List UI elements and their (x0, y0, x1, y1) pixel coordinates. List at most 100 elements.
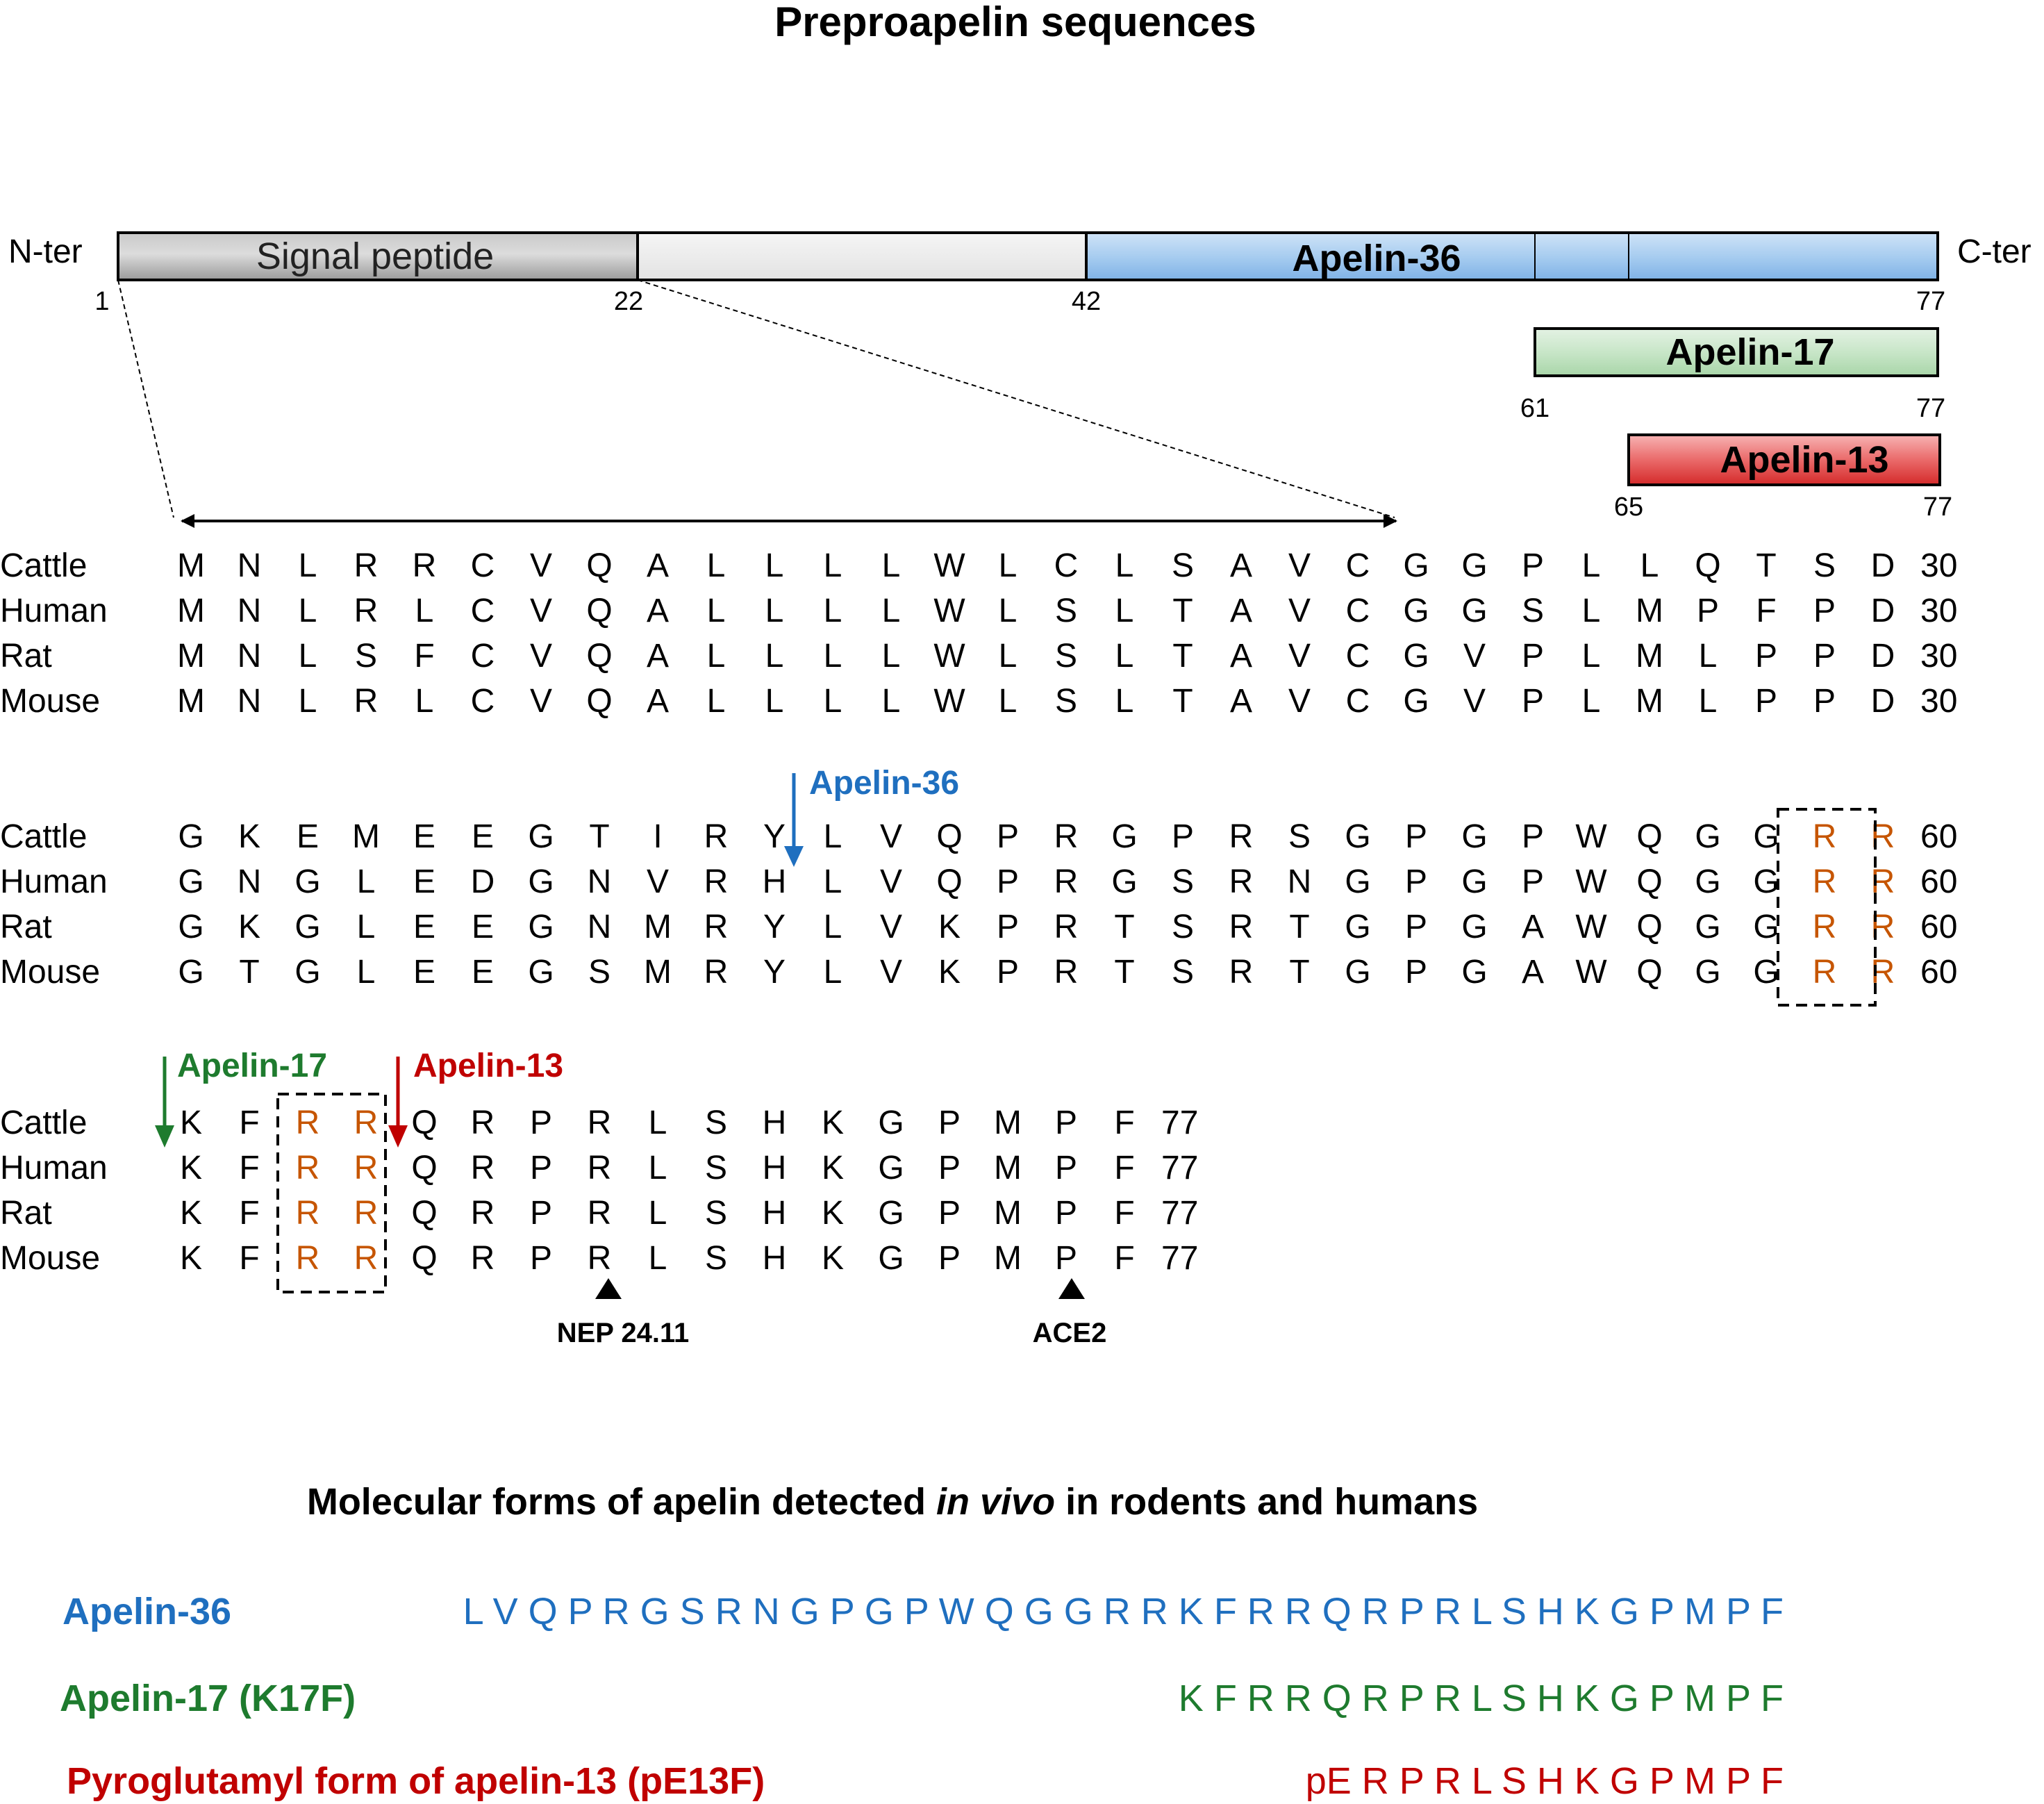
signal-peptide-label: Signal peptide (256, 235, 494, 277)
residue: E (413, 818, 435, 855)
residue: W (933, 683, 965, 720)
residue: R (471, 1150, 495, 1186)
residue: T (1756, 547, 1776, 584)
residue: M (177, 638, 205, 675)
residue: V (880, 954, 902, 991)
residue: G (1403, 683, 1429, 720)
forms-title-pre: Molecular forms of apelin detected (307, 1481, 936, 1523)
residue: W (933, 593, 965, 629)
residue: P (1405, 954, 1427, 991)
residue: A (647, 638, 669, 675)
residue: V (530, 638, 552, 675)
residue: F (1114, 1150, 1134, 1186)
residue: L (1115, 547, 1134, 584)
residue: G (294, 954, 320, 991)
residue: M (644, 954, 672, 991)
residue: R (471, 1195, 495, 1232)
residue: V (647, 863, 669, 900)
residue: I (653, 818, 662, 855)
residue: P (938, 1104, 961, 1141)
residue: N (1288, 863, 1312, 900)
residue: P (1813, 638, 1836, 675)
row-end-position: 60 (1920, 909, 1957, 945)
residue: R (296, 1150, 320, 1186)
residue: T (1289, 954, 1309, 991)
residue: L (824, 593, 842, 629)
residue: A (647, 683, 669, 720)
residue: L (765, 638, 784, 675)
residue: S (1813, 547, 1836, 584)
residue: V (530, 683, 552, 720)
apelin17-bar-label: Apelin-17 (1665, 331, 1834, 373)
residue: T (1289, 909, 1309, 945)
residue: M (644, 909, 672, 945)
residue: R (588, 1240, 612, 1277)
residue: K (180, 1104, 202, 1141)
residue: G (878, 1240, 904, 1277)
residue: P (1172, 818, 1194, 855)
residue: R (1813, 909, 1837, 945)
residue: R (1813, 863, 1837, 900)
residue: T (1172, 683, 1193, 720)
species-label-rat: Rat (0, 1195, 52, 1232)
residue: S (1055, 593, 1077, 629)
residue: P (938, 1240, 961, 1277)
residue: G (1753, 863, 1779, 900)
residue: S (705, 1150, 727, 1186)
residue: P (1522, 638, 1544, 675)
residue: P (1697, 593, 1719, 629)
residue: R (296, 1195, 320, 1232)
apelin17-cleavage-label: Apelin-17 (177, 1048, 327, 1084)
residue: G (1695, 863, 1720, 900)
residue: Q (411, 1104, 437, 1141)
residue: G (1345, 863, 1370, 900)
residue: M (177, 593, 205, 629)
residue: L (824, 683, 842, 720)
apelin13-cleavage-arrowhead (388, 1125, 408, 1148)
form-apelin13-label: Pyroglutamyl form of apelin-13 (pE13F) (67, 1760, 765, 1802)
residue: K (822, 1240, 844, 1277)
residue: F (239, 1195, 259, 1232)
residue: S (705, 1104, 727, 1141)
residue: D (1871, 547, 1895, 584)
residue: L (649, 1240, 667, 1277)
residue: L (1582, 593, 1601, 629)
species-label-mouse: Mouse (0, 1240, 100, 1277)
residue: L (707, 638, 726, 675)
position-77c: 77 (1923, 493, 1952, 522)
residue: K (938, 954, 961, 991)
row-end-position: 30 (1920, 683, 1957, 720)
residue: M (994, 1104, 1022, 1141)
residue: Q (586, 638, 612, 675)
ace2-cleavage-triangle (1058, 1278, 1085, 1299)
residue: E (472, 818, 494, 855)
residue: M (352, 818, 380, 855)
residue: N (238, 863, 262, 900)
residue: L (765, 683, 784, 720)
rr-box-block3 (276, 1093, 387, 1293)
species-label-human: Human (0, 593, 108, 629)
residue: L (765, 593, 784, 629)
row-end-position: 60 (1920, 954, 1957, 991)
residue: F (414, 638, 434, 675)
residue: E (472, 909, 494, 945)
residue: K (238, 909, 260, 945)
residue: F (239, 1240, 259, 1277)
residue: F (1114, 1195, 1134, 1232)
form-apelin36-label: Apelin-36 (63, 1591, 231, 1632)
residue: G (878, 1104, 904, 1141)
apelin36-bar-label: Apelin-36 (1292, 238, 1461, 279)
residue: R (704, 909, 729, 945)
zoom-line-left (117, 279, 174, 518)
residue: E (413, 909, 435, 945)
residue: L (999, 547, 1017, 584)
residue: L (1115, 683, 1134, 720)
residue: R (354, 683, 379, 720)
residue: G (1403, 547, 1429, 584)
residue: V (1288, 547, 1311, 584)
residue: L (1699, 638, 1718, 675)
residue: D (471, 863, 495, 900)
residue: G (1695, 954, 1720, 991)
